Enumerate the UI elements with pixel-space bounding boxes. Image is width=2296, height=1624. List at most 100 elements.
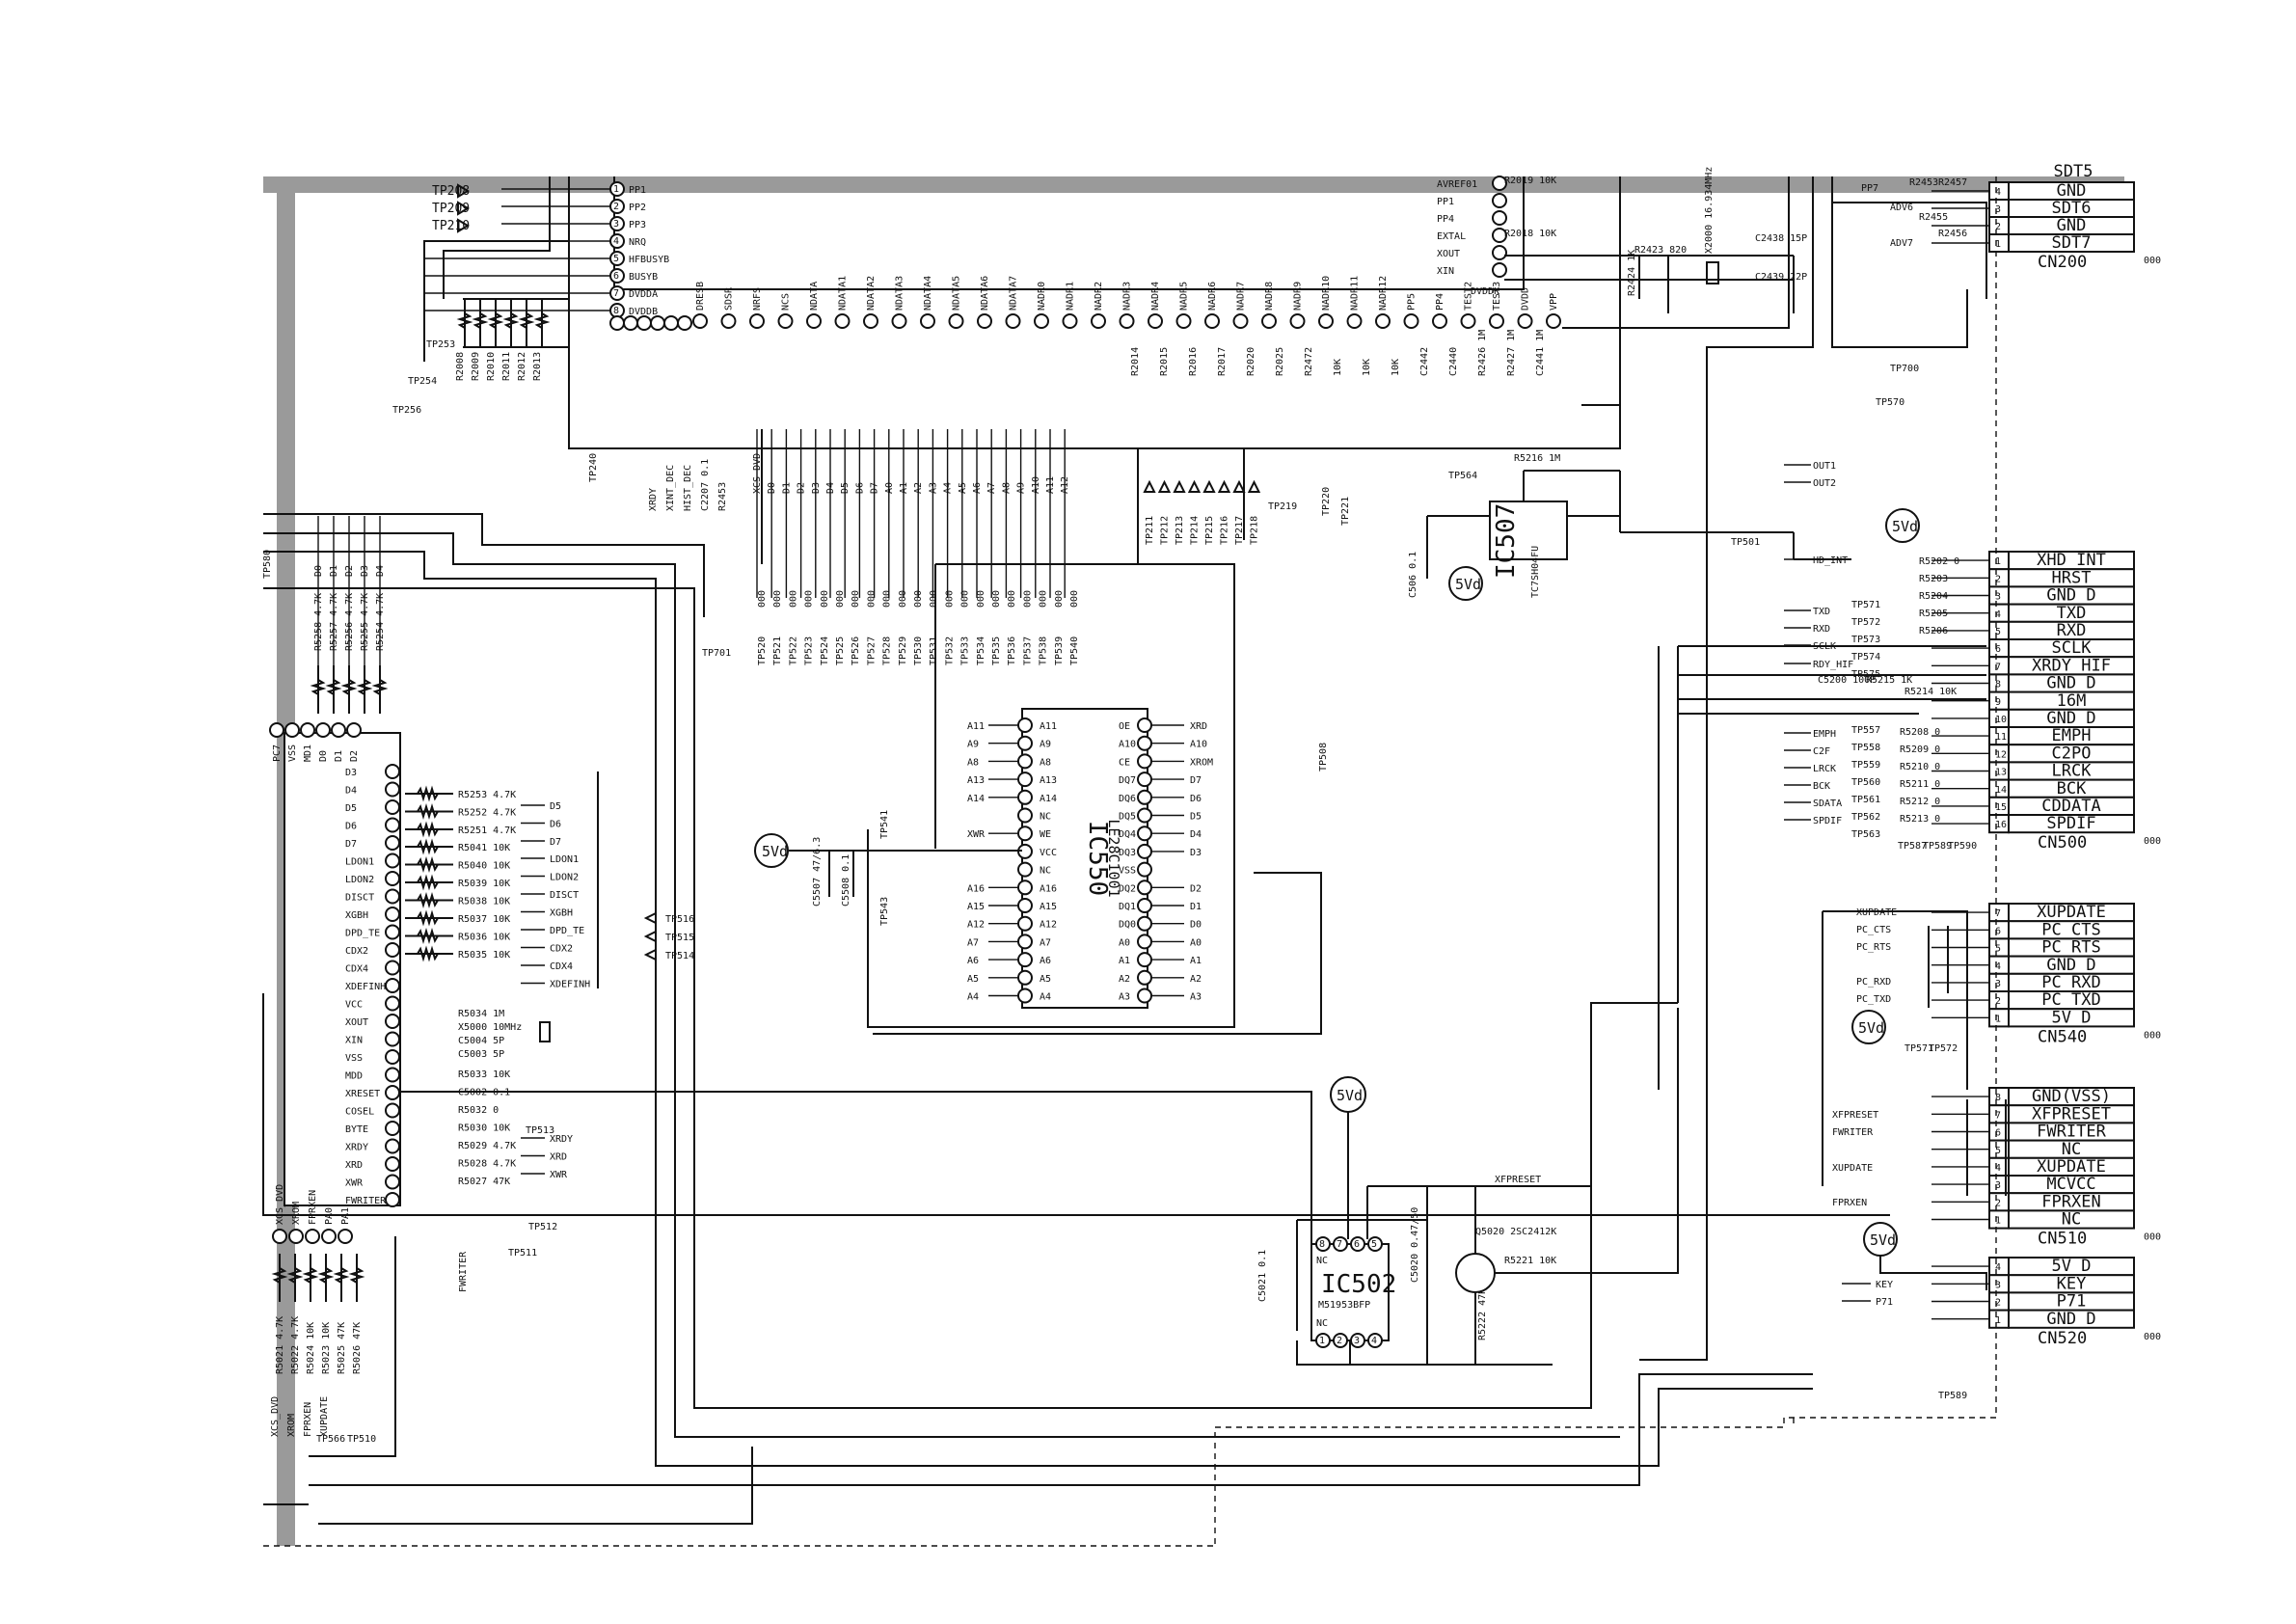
ic550-right-pin-2-circle: [1137, 753, 1152, 770]
micro-res-label-5: R5039 10K: [458, 879, 510, 889]
cn500-res-5: C5200 100P: [1818, 675, 1876, 686]
ic550-left-sig-2: A8: [967, 757, 979, 768]
c2439-label: C2439 22P: [1755, 272, 1807, 283]
micro-pin-23-circle: [385, 1174, 400, 1190]
micro-pin-14-circle: [385, 1014, 400, 1029]
decoder-top-pin-label-4: NDATA: [809, 282, 820, 311]
cn500-res-1: R5203: [1919, 574, 1948, 584]
micro-pin-2-circle: [385, 799, 400, 815]
decoder-top-pin-18-circle: [1204, 313, 1220, 329]
cn200-suffix: 000: [2144, 256, 2161, 266]
micro-body: [284, 732, 401, 1206]
cn500-tp-7: TP559: [1851, 760, 1880, 771]
cn510-side-2: XUPDATE: [1832, 1163, 1873, 1174]
bottom-sig-3: XUPDATE: [319, 1396, 330, 1437]
x2000-label: X2000 16.934MHz: [1704, 167, 1715, 254]
cn520-name: CN520: [2038, 1329, 2087, 1348]
mid-res-10: C2442: [1419, 347, 1430, 376]
decoder-top-pin-label-0: DRESB: [695, 282, 706, 311]
cn510-pin-label-1: XFPRESET: [2032, 1104, 2111, 1123]
tp-bottom-suffix-18: 000: [1039, 590, 1049, 608]
decoder-top-pin-label-19: NADR7: [1236, 282, 1247, 311]
ic550-left-pin-label-3: A13: [1040, 775, 1057, 786]
ic550-left-pin-4-circle: [1017, 789, 1033, 805]
cn540-pin-num-5: 2: [1995, 996, 2001, 1007]
decoder-top-pin-label-20: NADR8: [1264, 282, 1275, 311]
cn500-pin-num-5: 6: [1995, 644, 2001, 655]
micro-bottom-pin-label-1: XROM: [291, 1202, 302, 1225]
micro-res-label-11: X5000 10MHz: [458, 1022, 522, 1033]
ic507-part: TC7SH04FU: [1530, 546, 1541, 598]
tp-bottom-5: TP525: [835, 636, 846, 665]
bottom-res-label-5: R5026 47K: [352, 1322, 363, 1374]
r2019-label: R2019 10K: [1504, 176, 1556, 186]
cn540-pin-num-2: 5: [1995, 944, 2001, 955]
decoder-right-pin-label-5: XIN: [1437, 266, 1454, 277]
cn500-side-11: SDATA: [1813, 798, 1842, 809]
decoder-left-pin-label-6: DVDDA: [629, 289, 658, 300]
tp508-label: TP508: [1318, 743, 1329, 771]
bus-side-label-0: XRDY: [648, 488, 659, 511]
bus-label-8: D7: [870, 482, 880, 494]
decoder-top-pin-label-3: NCS: [781, 293, 792, 311]
decoder-left-pin-label-3: NRQ: [629, 237, 646, 248]
cn500-side-4: RXD: [1813, 624, 1830, 635]
cn540-pin-num-3: 4: [1995, 961, 2001, 972]
ic550-right-pin-label-6: DQ4: [1119, 829, 1136, 840]
tp-bottom-suffix-7: 000: [866, 590, 877, 608]
micro-bottom-pin-2-circle: [305, 1229, 320, 1244]
tp-bottom-8: TP528: [882, 636, 893, 665]
xfpreset-label: XFPRESET: [1495, 1175, 1541, 1185]
ic502-bottom-pin-2-num: 3: [1354, 1336, 1360, 1346]
cn500-pin-num-15: 16: [1995, 820, 2007, 830]
micro-top-pin-label-2: MD1: [303, 744, 313, 762]
ic550-name: IC550: [1083, 821, 1112, 896]
micro-bottom-pin-4-circle: [338, 1229, 353, 1244]
micro-pin-label-22: XRD: [345, 1160, 363, 1171]
ic550-left-sig-9: A7: [967, 937, 979, 948]
bottom-res-0: [271, 1267, 288, 1284]
decoder-top-pin-label-21: NADR9: [1293, 282, 1304, 311]
micro-pin-5-circle: [385, 853, 400, 869]
ic550-left-pin-15-circle: [1017, 988, 1033, 1004]
ic502-bottom-pin-3-circle: [1367, 1333, 1383, 1348]
cn500-res-7: R5214 10K: [1904, 687, 1957, 697]
micro-pin-label-19: COSEL: [345, 1107, 374, 1118]
ic550-right-pin-label-14: A2: [1119, 974, 1130, 985]
micro-pin-4-circle: [385, 835, 400, 851]
micro-bottom-pin-0-circle: [272, 1229, 287, 1244]
tp-bottom-suffix-6: 000: [851, 590, 861, 608]
ic550-right-sig-1: A10: [1190, 740, 1207, 750]
cn500-pin-label-14: CDDATA: [2041, 797, 2100, 816]
tp-right-arrow-5: [1217, 479, 1231, 493]
micro-pin-label-17: MDD: [345, 1071, 363, 1082]
micro-pin-11-circle: [385, 960, 400, 976]
ic550-left-sig-5: XWR: [967, 829, 986, 840]
ic550-left-pin-label-10: A15: [1040, 902, 1057, 912]
ic550-right-pin-label-2: CE: [1119, 757, 1130, 768]
cn500-pin-num-10: 11: [1995, 732, 2007, 743]
cn500-suffix: 000: [2144, 836, 2161, 847]
cn510-pin-label-5: MCVCC: [2046, 1175, 2095, 1194]
ic550-right-pin-13-circle: [1137, 952, 1152, 968]
decoder-right-pin-label-4: XOUT: [1437, 249, 1460, 259]
decoder-left-pin-label-2: PP3: [629, 220, 646, 230]
ic550-right-pin-label-13: A1: [1119, 956, 1130, 966]
micro-pin-19-circle: [385, 1102, 400, 1119]
ic550-left-sig-12: A4: [967, 992, 979, 1003]
ic550-body: [1021, 708, 1148, 1009]
ic550-left-pin-3-circle: [1017, 771, 1033, 788]
cn500-pin-label-9: GND_D: [2046, 709, 2095, 728]
tp564-label: TP564: [1448, 471, 1477, 481]
r5221-label: R5221 10K: [1504, 1256, 1556, 1266]
q5020-label: Q5020 2SC2412K: [1475, 1227, 1556, 1237]
mid-res-1: R2015: [1159, 347, 1170, 376]
ic550-left-pin-6-circle: [1017, 826, 1033, 842]
micro-res-label-14: R5033 10K: [458, 1069, 510, 1080]
decoder-top-pin-13-circle: [1062, 313, 1078, 329]
vcc-cn510: 5Vd: [1870, 1232, 1896, 1249]
cn500-side-12: SPDIF: [1813, 816, 1842, 826]
cn500-side-0: OUT1: [1813, 461, 1836, 472]
cn520-pin-label-1: KEY: [2057, 1274, 2087, 1293]
